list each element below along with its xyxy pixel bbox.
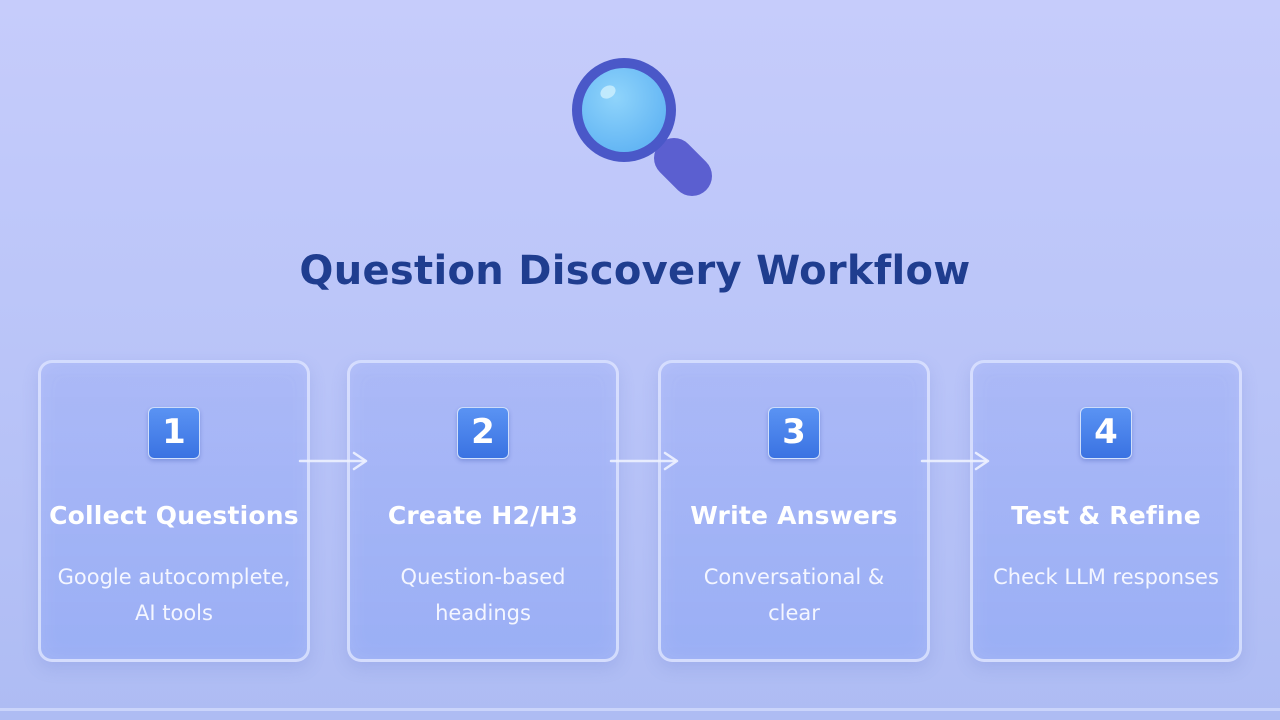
step-description-line: Conversational & bbox=[703, 565, 885, 589]
step-title: Create H2/H3 bbox=[387, 501, 579, 530]
step-description: Question-based headings bbox=[364, 559, 602, 631]
step-title: Collect Questions bbox=[49, 501, 299, 530]
step-number-badge: 3 bbox=[768, 407, 820, 459]
step-description-line: Check LLM responses bbox=[993, 565, 1219, 589]
step-card-1: 1 Collect Questions Google autocomplete,… bbox=[38, 360, 310, 662]
page-title: Question Discovery Workflow bbox=[299, 248, 971, 294]
step-title: Write Answers bbox=[690, 501, 898, 530]
step-description: Check LLM responses bbox=[987, 559, 1225, 595]
step-description: Google autocomplete, AI tools bbox=[55, 559, 293, 631]
step-description: Conversational & clear bbox=[675, 559, 913, 631]
step-card-2: 2 Create H2/H3 Question-based headings bbox=[347, 360, 619, 662]
step-number-badge: 1 bbox=[148, 407, 200, 459]
step-description-line: clear bbox=[768, 601, 820, 625]
divider bbox=[0, 708, 1280, 711]
step-card-4: 4 Test & Refine Check LLM responses bbox=[970, 360, 1242, 662]
step-title: Test & Refine bbox=[1011, 501, 1201, 530]
arrow-right-icon bbox=[609, 451, 679, 471]
magnifying-glass-icon bbox=[572, 58, 712, 196]
step-number-badge: 2 bbox=[457, 407, 509, 459]
arrow-right-icon bbox=[920, 451, 990, 471]
step-description-line: Google autocomplete, bbox=[57, 565, 291, 589]
arrow-right-icon bbox=[298, 451, 368, 471]
step-card-3: 3 Write Answers Conversational & clear bbox=[658, 360, 930, 662]
step-description-line: headings bbox=[435, 601, 531, 625]
step-description-line: AI tools bbox=[135, 601, 213, 625]
step-number-badge: 4 bbox=[1080, 407, 1132, 459]
step-description-line: Question-based bbox=[400, 565, 566, 589]
